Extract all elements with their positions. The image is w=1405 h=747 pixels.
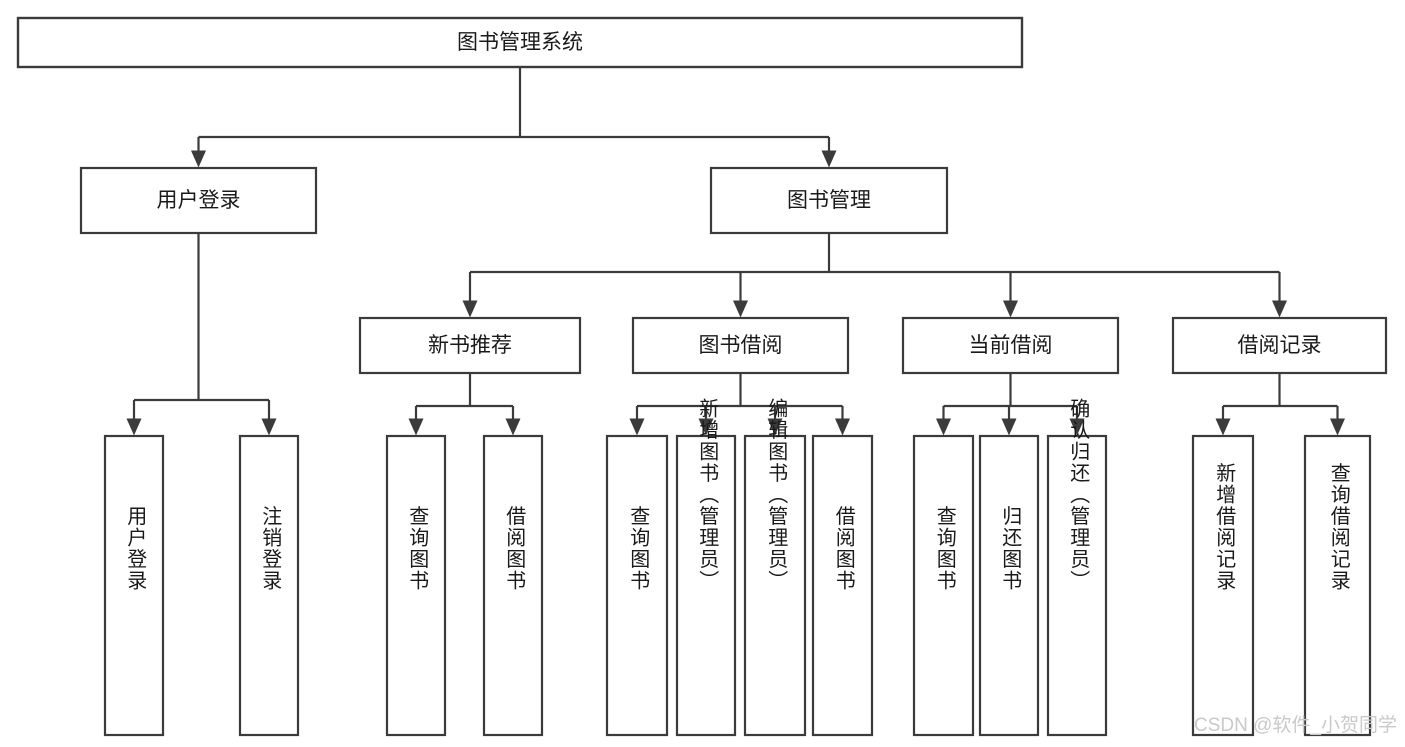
node-leaf-query-book-1[interactable]: 查询图书 (385, 434, 447, 737)
node-leaf-borrow-book-2[interactable]: 借阅图书 (811, 434, 874, 737)
node-label: 图书管理 (787, 189, 871, 212)
node-box (16, 16, 1024, 69)
node-box (1046, 434, 1108, 737)
node-label: 查询图书 (406, 505, 429, 591)
node-label: 用户登录 (124, 506, 147, 592)
node-label: 编辑图书（管理员） (765, 398, 788, 592)
node-box (358, 316, 582, 375)
arrow-head-icon (1069, 418, 1085, 436)
node-box (743, 434, 807, 737)
arrow-head-icon (462, 300, 478, 318)
node-leaf-query-book-2[interactable]: 查询图书 (605, 434, 669, 737)
arrow-head-icon (1272, 300, 1287, 318)
arrow-head-icon (767, 418, 783, 436)
arrow-head-icon (821, 150, 837, 168)
arrow-head-icon (835, 418, 850, 436)
node-box (912, 434, 975, 737)
node-label: 图书借阅 (699, 334, 783, 357)
arrow-head-icon (1330, 418, 1345, 436)
node-box (1171, 316, 1388, 375)
node-box (605, 434, 669, 737)
connector-layer (126, 67, 1345, 436)
node-box (103, 434, 165, 737)
arrow-head-icon (126, 418, 142, 436)
node-new-book-recommend[interactable]: 新书推荐 (358, 316, 582, 375)
node-box (482, 434, 544, 737)
node-label: 归还图书 (999, 505, 1022, 591)
node-label: 新增借阅记录 (1213, 462, 1236, 591)
arrow-head-icon (261, 418, 277, 436)
node-box (238, 434, 300, 737)
csdn-watermark: CSDN @软件_小贺同学 (1194, 714, 1397, 736)
node-box (385, 434, 447, 737)
node-box (79, 166, 318, 235)
node-current-borrow[interactable]: 当前借阅 (901, 316, 1120, 375)
node-label: 查询图书 (933, 505, 956, 591)
node-label: 确认归还（管理员） (1067, 398, 1090, 592)
arrow-head-icon (1003, 300, 1018, 318)
arrow-head-icon (505, 418, 521, 436)
node-leaf-borrow-book-1[interactable]: 借阅图书 (482, 434, 544, 737)
node-leaf-query-book-3[interactable]: 查询图书 (912, 434, 975, 737)
arrow-head-icon (408, 418, 424, 436)
node-label: 借阅图书 (503, 505, 526, 591)
arrow-head-icon (733, 300, 748, 318)
arrow-head-icon (1001, 418, 1017, 436)
node-label: 借阅图书 (832, 505, 855, 591)
node-label: 查询借阅记录 (1327, 462, 1350, 591)
node-book-manage[interactable]: 图书管理 (709, 166, 949, 235)
node-book-borrow[interactable]: 图书借阅 (631, 316, 850, 375)
node-leaf-user-logout[interactable]: 注销登录 (238, 434, 300, 737)
node-label: 用户登录 (157, 189, 241, 212)
node-box (631, 316, 850, 375)
node-label: 新书推荐 (428, 334, 512, 357)
node-box (811, 434, 874, 737)
node-leaf-add-record[interactable]: 新增借阅记录 (1191, 434, 1255, 737)
node-box (1303, 434, 1372, 737)
node-box (901, 316, 1120, 375)
node-box (1191, 434, 1255, 737)
node-leaf-add-book[interactable]: 新增图书（管理员） (675, 398, 737, 737)
node-box (709, 166, 949, 235)
node-label: 图书管理系统 (457, 31, 583, 54)
arrow-head-icon (698, 418, 714, 436)
node-leaf-edit-book[interactable]: 编辑图书（管理员） (743, 398, 807, 737)
node-user-login[interactable]: 用户登录 (79, 166, 318, 235)
node-leaf-return-book[interactable]: 归还图书 (978, 434, 1040, 737)
node-layer: 图书管理系统用户登录图书管理新书推荐图书借阅当前借阅借阅记录用户登录注销登录查询… (16, 16, 1388, 737)
node-label: 当前借阅 (969, 334, 1053, 357)
node-leaf-confirm-return[interactable]: 确认归还（管理员） (1046, 398, 1108, 737)
node-box (978, 434, 1040, 737)
arrow-head-icon (936, 418, 951, 436)
node-borrow-record[interactable]: 借阅记录 (1171, 316, 1388, 375)
node-leaf-query-record[interactable]: 查询借阅记录 (1303, 434, 1372, 737)
arrow-head-icon (1215, 418, 1231, 436)
arrow-head-icon (191, 150, 206, 168)
node-leaf-user-login[interactable]: 用户登录 (103, 434, 165, 737)
node-label: 新增图书（管理员） (696, 398, 719, 592)
node-root[interactable]: 图书管理系统 (16, 16, 1024, 69)
node-label: 注销登录 (259, 505, 282, 591)
node-label: 查询图书 (627, 505, 650, 591)
arrow-head-icon (629, 418, 645, 436)
node-box (675, 434, 737, 737)
node-label: 借阅记录 (1238, 334, 1322, 357)
